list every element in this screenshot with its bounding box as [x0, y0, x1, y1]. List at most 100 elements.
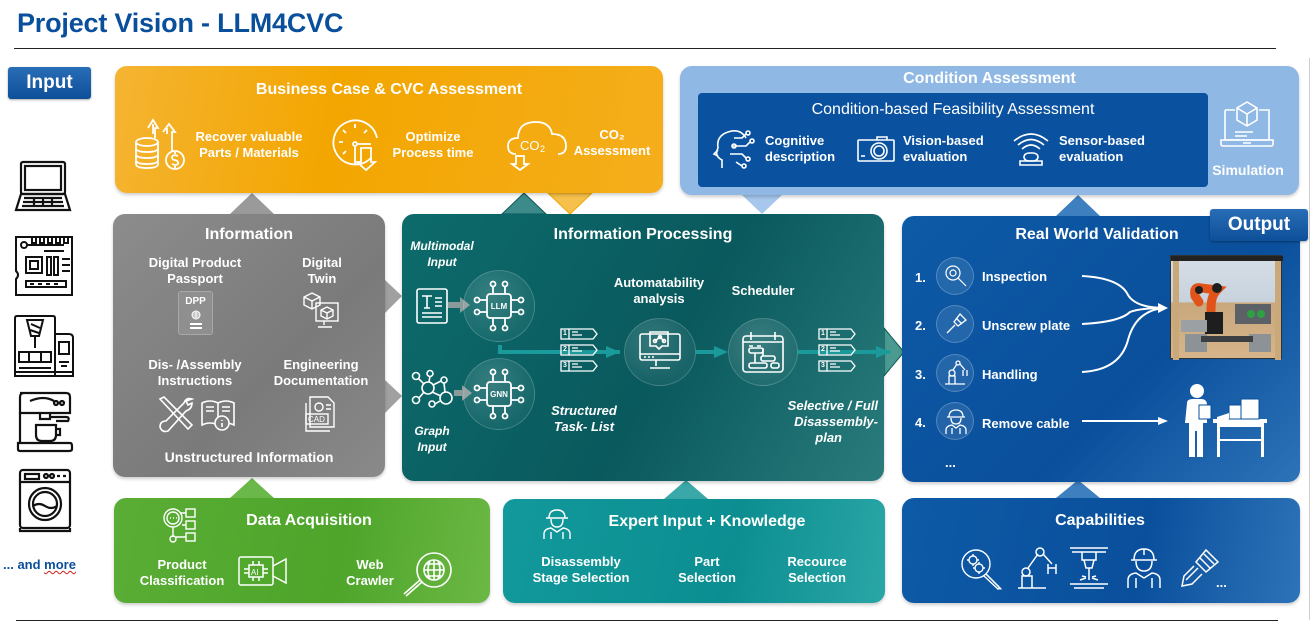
vision-label: Vision-based evaluation [903, 133, 984, 165]
crawler-line1: Web [356, 557, 384, 572]
expert-input-box: Expert Input + Knowledge [503, 499, 885, 603]
digital-twin-label: Digital Twin [284, 255, 360, 287]
sensor-icon [1013, 133, 1049, 166]
llm-chip-icon [473, 280, 525, 332]
resource-selection-label: Recource Selection [776, 554, 858, 586]
expert-input-title: Expert Input + Knowledge [608, 513, 806, 530]
automatability-node [624, 318, 696, 386]
expert-worker-icon [543, 509, 571, 539]
structured-line2: Task- List [553, 419, 615, 434]
worker-icon [945, 409, 967, 434]
unscrew-to-robot-arrow [1081, 307, 1166, 325]
laptop-cube-icon [1220, 101, 1274, 147]
laptop-icon [14, 160, 72, 212]
robot-cell-photo [1170, 255, 1283, 360]
part-selection-label: Part Selection [668, 554, 746, 586]
business-to-proc-connector [546, 192, 594, 215]
task-num-1: 1 [563, 330, 567, 337]
dpp-line2: Passport [167, 271, 223, 286]
graph-network-icon [411, 369, 453, 408]
cognitive-line2: description [765, 149, 836, 164]
globe-icon [191, 310, 201, 320]
vision-line1: Vision-based [903, 133, 984, 148]
dpp-icon: DPP [178, 291, 213, 335]
info-to-proc-arrow-1 [385, 280, 402, 313]
dpp-line1: Digital Product [148, 255, 242, 270]
page-title: Project Vision - LLM4CVC [17, 8, 344, 38]
data-acquisition-title: Data Acquisition [246, 512, 372, 529]
cap-to-rwv-connector [1056, 480, 1100, 498]
assembly-line1: Dis- /Assembly [148, 357, 242, 372]
multimodal-line1: Multimodal [410, 239, 474, 253]
merge-line [498, 345, 620, 354]
info-to-proc-arrow-2 [385, 380, 402, 413]
step-1-icon-circle [936, 257, 974, 295]
step-2-number: 2. [915, 318, 926, 333]
step-2-label: Unscrew plate [982, 318, 1071, 333]
chip-mark-icon [190, 323, 202, 329]
disassembly-stage-label: Disassembly Stage Selection [523, 554, 639, 586]
gear-inspection-icon [961, 549, 1002, 590]
cnc-machine-icon [14, 315, 74, 377]
disassembly-plan-label: Selective / Full Disassembly- plan [776, 398, 878, 446]
business-case-box: Business Case & CVC Assessment [115, 66, 663, 193]
task-num-3: 3 [563, 362, 567, 369]
simulation-label: Simulation [1212, 162, 1284, 178]
plan-line1: Selective / Full [787, 398, 878, 413]
part-line1: Part [694, 554, 720, 569]
condition-assessment-title: Condition Assessment [903, 70, 1076, 87]
automatability-line2: analysis [633, 291, 685, 306]
information-title: Information [205, 226, 293, 243]
feasibility-title: Condition-based Feasibility Assessment [811, 101, 1095, 118]
assembly-instructions-label: Dis- /Assembly Instructions [140, 357, 250, 389]
capabilities-title: Capabilities [1055, 512, 1145, 529]
unstructured-information-label: Unstructured Information [164, 449, 334, 465]
input-tag: Input [8, 67, 91, 99]
crawler-line2: Crawler [346, 573, 394, 588]
plan-num-3: 3 [821, 362, 825, 369]
step-4-label: Remove cable [982, 416, 1070, 431]
llm-label: LLM [490, 302, 508, 311]
twin-line1: Digital [302, 255, 342, 270]
inspection-icon [945, 265, 967, 287]
calendar-gantt-icon [742, 332, 784, 373]
plan-line2: Disassembly- [794, 414, 878, 429]
recover-parts-label: Recover valuable Parts / Materials [190, 129, 308, 161]
scheduler-label: Scheduler [731, 283, 795, 298]
expert-to-proc-connector [664, 480, 708, 499]
graph-line2: Input [417, 440, 447, 454]
and-more-word: more [44, 557, 76, 572]
sensor-line1: Sensor-based [1059, 133, 1145, 148]
engineering-line1: Engineering [283, 357, 359, 372]
structured-task-list-icon [560, 328, 598, 372]
task-list-numbers: 1 2 3 [560, 328, 570, 372]
vision-line2: evaluation [903, 149, 968, 164]
cognitive-label: Cognitive description [765, 133, 835, 165]
step-4-number: 4. [915, 415, 926, 430]
text-document-icon [416, 288, 448, 324]
to-scheduler-arrow [714, 346, 728, 358]
optimize-line2: Process time [392, 145, 474, 160]
information-box: Information [113, 214, 385, 477]
step-2-icon-circle [936, 305, 974, 343]
real-world-validation-title: Real World Validation [1015, 226, 1179, 243]
rwv-to-condition-connector [1056, 195, 1100, 216]
capabilities-box: Capabilities [902, 498, 1300, 603]
handling-to-robot-arrow [1081, 307, 1166, 373]
to-rwv-arrow [876, 346, 890, 358]
step-1-label: Inspection [982, 269, 1048, 284]
robot-arm-icon [945, 360, 968, 385]
graph-input-label: Graph Input [404, 423, 460, 455]
screwdriver-icon [946, 313, 967, 334]
cad-document-icon: CAD [305, 396, 335, 432]
robot-cell-drawing [1171, 256, 1283, 360]
output-tag: Output [1210, 209, 1308, 241]
information-processing-title: Information Processing [553, 226, 733, 243]
worker-capability-icon [1127, 548, 1161, 588]
data-search-icon [163, 508, 196, 543]
classification-line2: Classification [139, 573, 225, 588]
llm-node [463, 270, 535, 342]
condition-to-proc-connector [742, 195, 782, 214]
coins-growth-icon [135, 118, 185, 170]
